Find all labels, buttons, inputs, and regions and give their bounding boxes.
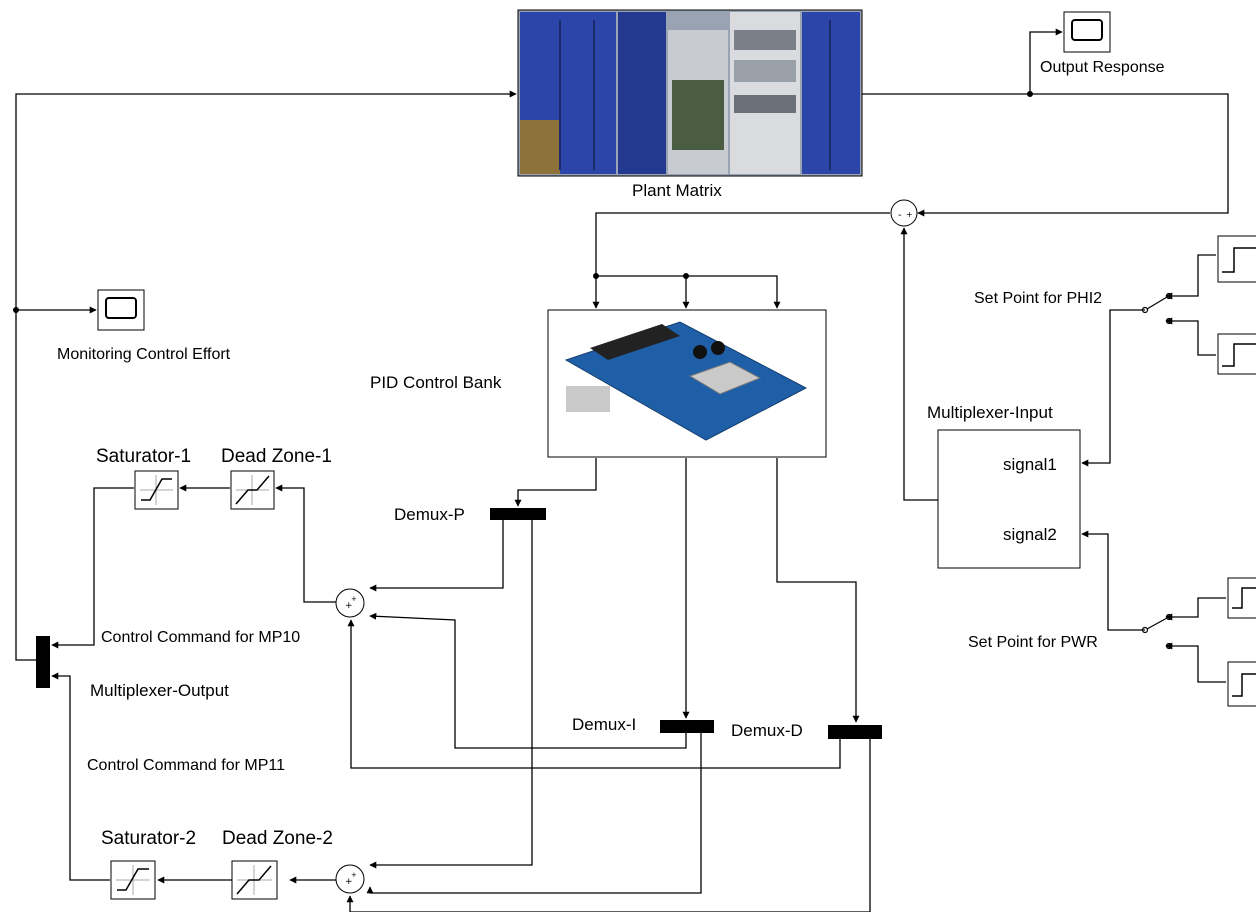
- plus-sign: +: [906, 210, 913, 219]
- switch-phi2[interactable]: [1143, 294, 1172, 324]
- plus-sign: +: [351, 871, 357, 879]
- equipment-rack: [734, 60, 796, 82]
- pid-control-bank-block[interactable]: [548, 310, 826, 457]
- capacitor: [693, 345, 707, 359]
- monitoring-control-effort-label: Monitoring Control Effort: [57, 347, 230, 363]
- control-command-mp11-label: Control Command for MP11: [87, 758, 285, 774]
- cabinet-panel: [618, 12, 666, 174]
- equipment-rack: [734, 30, 796, 50]
- dead-zone-2-label: Dead Zone-2: [222, 829, 333, 848]
- dead-zone-1-block[interactable]: [231, 471, 274, 509]
- demux-i-block[interactable]: [660, 720, 714, 733]
- equipment-rack: [672, 80, 724, 150]
- monitoring-control-effort-scope[interactable]: [98, 290, 144, 330]
- minus-sign: -: [898, 210, 902, 221]
- multiplexer-output-label: Multiplexer-Output: [90, 682, 229, 699]
- saturator-1-label: Saturator-1: [96, 447, 191, 466]
- step-source-1[interactable]: [1218, 236, 1256, 282]
- dead-zone-2-block[interactable]: [232, 861, 277, 899]
- set-point-pwr-label: Set Point for PWR: [968, 635, 1098, 651]
- step-source-2[interactable]: [1218, 334, 1256, 374]
- dead-zone-1-label: Dead Zone-1: [221, 447, 332, 466]
- saturator-2-block[interactable]: [111, 861, 155, 899]
- sum-block-1[interactable]: + +: [336, 589, 364, 617]
- step-source-3[interactable]: [1228, 578, 1256, 618]
- control-command-mp10-label: Control Command for MP10: [101, 630, 300, 646]
- multiplexer-input-block[interactable]: [938, 430, 1080, 568]
- pin-header: [566, 386, 610, 412]
- multiplexer-input-label: Multiplexer-Input: [927, 404, 1053, 421]
- pid-control-bank-label: PID Control Bank: [370, 374, 501, 391]
- set-point-phi2-label: Set Point for PHI2: [974, 291, 1102, 307]
- floor-object: [520, 120, 560, 174]
- capacitor: [711, 341, 725, 355]
- output-response-scope[interactable]: [1064, 12, 1110, 52]
- plus-sign: +: [351, 595, 357, 603]
- switch-pwr[interactable]: [1143, 615, 1172, 649]
- error-sum-block[interactable]: - +: [891, 200, 917, 226]
- demux-d-block[interactable]: [828, 725, 882, 739]
- signal2-port-label: signal2: [1003, 526, 1057, 543]
- saturator-2-label: Saturator-2: [101, 829, 196, 848]
- demux-p-block[interactable]: [490, 508, 546, 520]
- step-source-4[interactable]: [1228, 662, 1256, 706]
- equipment-rack: [734, 95, 796, 113]
- plant-matrix-block[interactable]: [518, 10, 862, 176]
- sum-block-2[interactable]: + +: [336, 865, 364, 893]
- demux-i-label: Demux-I: [572, 716, 636, 733]
- signal1-port-label: signal1: [1003, 456, 1057, 473]
- demux-p-label: Demux-P: [394, 506, 465, 523]
- output-response-label: Output Response: [1040, 60, 1165, 76]
- multiplexer-output-block[interactable]: [36, 636, 50, 688]
- saturator-1-block[interactable]: [135, 471, 178, 509]
- plant-matrix-label: Plant Matrix: [632, 182, 722, 199]
- demux-d-label: Demux-D: [731, 722, 803, 739]
